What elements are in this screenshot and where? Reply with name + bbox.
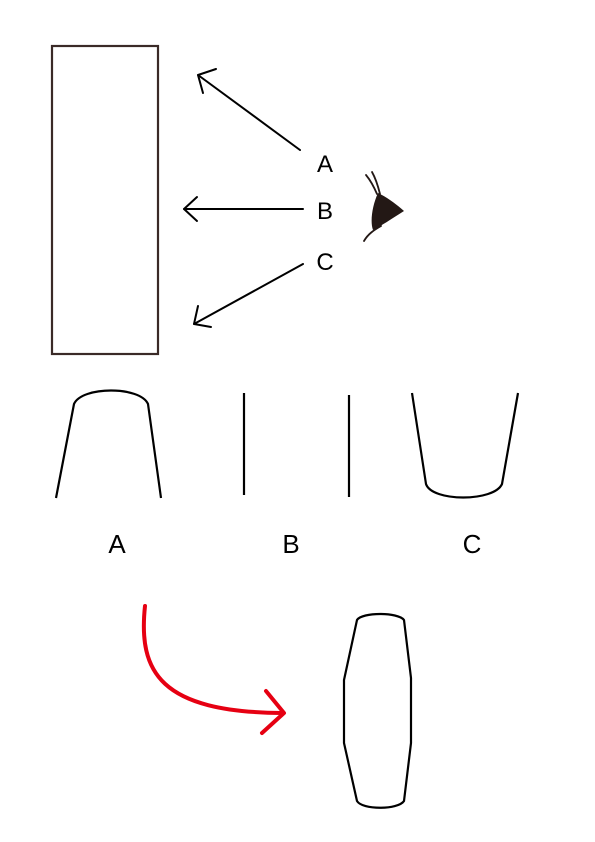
eye-icon xyxy=(363,171,404,242)
shape-c-outline xyxy=(410,392,520,499)
viewpoint-label-a: A xyxy=(317,151,333,178)
shape-a-outline xyxy=(54,389,163,499)
viewpoint-label-b: B xyxy=(317,198,333,225)
sight-arrow-a xyxy=(197,68,301,151)
viewpoint-label-c: C xyxy=(316,249,333,276)
shape-b-outline xyxy=(242,393,351,497)
sight-arrow-c xyxy=(193,263,304,328)
viewed-rectangle xyxy=(50,44,160,356)
combined-shape-outline xyxy=(342,612,413,809)
shape-label-c: C xyxy=(463,529,482,559)
sight-arrow-b xyxy=(183,196,304,222)
curved-arrow-icon xyxy=(141,604,286,735)
shape-label-b: B xyxy=(282,529,299,559)
shape-label-a: A xyxy=(108,529,126,559)
